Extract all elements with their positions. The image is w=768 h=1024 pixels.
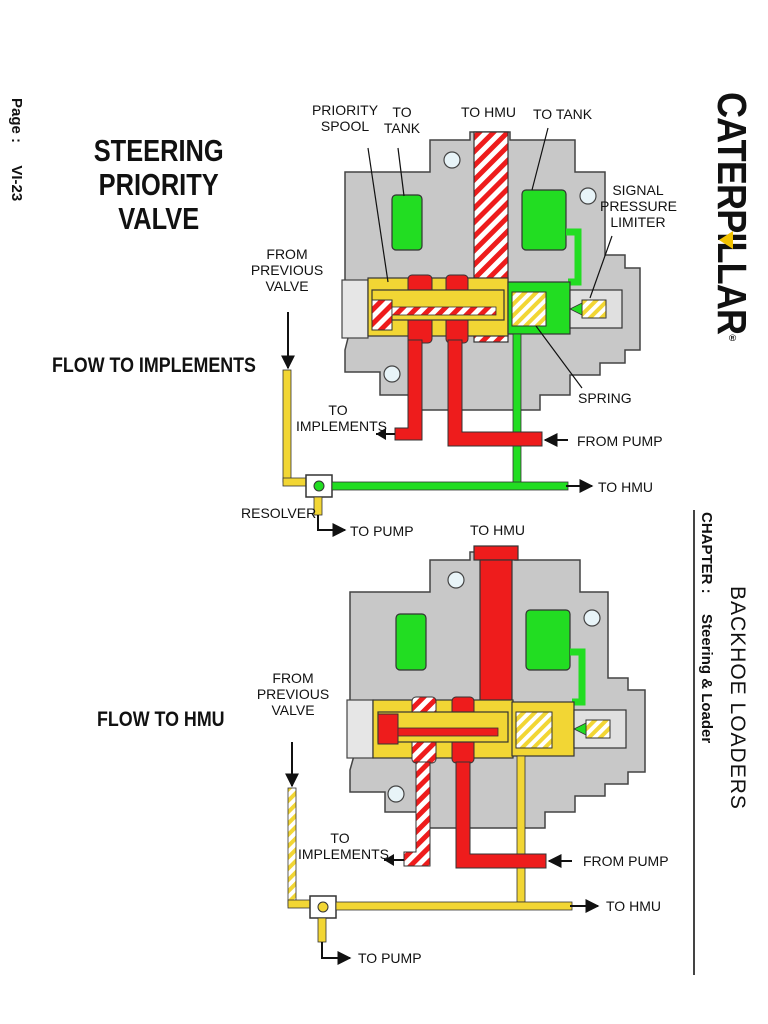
limiter-line-3: LIMITER — [610, 214, 666, 230]
label-top-to-hmu: TO HMU — [461, 104, 516, 120]
label-to-tank-right: TO TANK — [533, 106, 593, 122]
top-tank-chamber-right — [521, 189, 567, 251]
logo-triangle — [719, 231, 733, 249]
section-flow-to-implements: FLOW TO IMPLEMENTS — [52, 354, 256, 377]
top-bolt-hole-3 — [383, 365, 401, 383]
top-pump-line — [447, 339, 543, 447]
title-line-2: VALVE — [118, 201, 200, 236]
label-resolver: RESOLVER — [241, 505, 317, 521]
chapter-line: CHAPTER : Steering & Loader — [698, 512, 715, 743]
top-to-pump-arrow — [317, 515, 347, 537]
page-indicator: Page : VI-23 — [8, 98, 25, 201]
top-bolt-hole-1 — [443, 151, 461, 169]
caterpillar-logo: CATERPILLAR® — [708, 92, 755, 343]
page-label: Page : — [8, 98, 25, 144]
label-top-from-previous: FROM PREVIOUS VALVE — [250, 246, 324, 294]
top-implements-line — [394, 339, 423, 441]
page-number: VI-23 — [8, 165, 25, 202]
top-impl-line-1: TO — [328, 402, 348, 418]
top-green-channel — [566, 228, 582, 286]
label-signal-limiter: SIGNAL PRESSURE LIMITER — [600, 182, 678, 230]
label-priority-spool: PRIORITY SPOOL — [310, 102, 380, 134]
top-impl-arrowhead — [376, 428, 386, 440]
bottom-tank-chamber-right — [525, 609, 571, 671]
label-top-from-pump: FROM PUMP — [577, 433, 663, 449]
page-title: STEERING PRIORITY VALVE — [48, 134, 269, 236]
priority-line-1: PRIORITY — [311, 102, 379, 118]
bottom-prev-line-1: FROM — [272, 670, 314, 686]
bottom-impl-arrowhead — [384, 854, 394, 866]
tank-left-line-2: TANK — [383, 120, 421, 136]
book-title: BACKHOE LOADERS — [726, 586, 749, 810]
bottom-prev-line-2: PREVIOUS — [256, 686, 330, 702]
bottom-spring — [515, 711, 553, 749]
tank-left-line-1: TO — [392, 104, 412, 120]
title-line-1: STEERING PRIORITY — [93, 133, 224, 202]
logo-mark: ® — [727, 334, 738, 344]
bottom-spool-passage — [397, 727, 499, 737]
top-end-cap — [341, 279, 369, 339]
chapter-name: Steering & Loader — [698, 614, 715, 744]
top-tank-chamber-left — [391, 194, 423, 251]
bottom-resolver-ball — [317, 901, 329, 913]
top-valve — [281, 127, 641, 537]
limiter-line-1: SIGNAL — [612, 182, 664, 198]
top-bolt-hole-2 — [579, 187, 597, 205]
bottom-implements-line — [403, 761, 431, 867]
label-top-to-hmu-right: TO HMU — [598, 479, 653, 495]
label-to-tank-left: TO TANK — [382, 104, 422, 136]
bottom-impl-line-2: IMPLEMENTS — [298, 846, 390, 862]
label-top-to-pump: TO PUMP — [350, 523, 414, 539]
bottom-green-channel — [570, 648, 586, 706]
bottom-prev-line-3: VALVE — [271, 702, 315, 718]
label-bottom-to-hmu-right: TO HMU — [606, 898, 661, 914]
chapter-label: CHAPTER : — [698, 512, 715, 594]
leader-to-tank-left — [397, 147, 405, 197]
bottom-limiter-poppet — [573, 722, 587, 736]
leader-priority-spool — [367, 147, 389, 283]
bottom-end-cap — [346, 699, 374, 759]
limiter-line-2: PRESSURE — [600, 198, 678, 214]
label-bottom-to-pump: TO PUMP — [358, 950, 422, 966]
top-resolver-ball — [313, 480, 325, 492]
top-limiter-poppet — [569, 302, 583, 316]
top-prev-line-3: VALVE — [265, 278, 309, 294]
bottom-bolt-hole-1 — [447, 571, 465, 589]
top-impl-line-2: IMPLEMENTS — [296, 418, 388, 434]
leader-limiter — [589, 235, 613, 299]
label-top-to-implements: TO IMPLEMENTS — [296, 402, 388, 434]
logo-text: CATERPILLAR — [709, 92, 755, 335]
leader-to-tank-right — [531, 127, 549, 191]
priority-line-2: SPOOL — [320, 118, 370, 134]
label-bottom-to-implements: TO IMPLEMENTS — [298, 830, 390, 862]
bottom-tank-chamber-left — [395, 613, 427, 671]
leader-spring — [535, 325, 583, 389]
bottom-impl-line-1: TO — [330, 830, 350, 846]
bottom-bolt-hole-2 — [583, 609, 601, 627]
bottom-pump-line — [455, 761, 547, 869]
top-spring — [511, 291, 547, 327]
bottom-to-pump-arrow — [321, 942, 352, 965]
top-prev-line-2: PREVIOUS — [250, 262, 324, 278]
top-spool-passage — [391, 306, 497, 316]
bottom-bolt-hole-3 — [387, 785, 405, 803]
bottom-valve — [285, 545, 646, 965]
section-flow-to-hmu: FLOW TO HMU — [97, 708, 225, 731]
label-spring: SPRING — [578, 390, 632, 406]
label-bottom-from-previous: FROM PREVIOUS VALVE — [256, 670, 330, 718]
top-prev-line-1: FROM — [266, 246, 308, 262]
label-bottom-to-hmu: TO HMU — [470, 522, 525, 538]
label-bottom-from-pump: FROM PUMP — [583, 853, 669, 869]
